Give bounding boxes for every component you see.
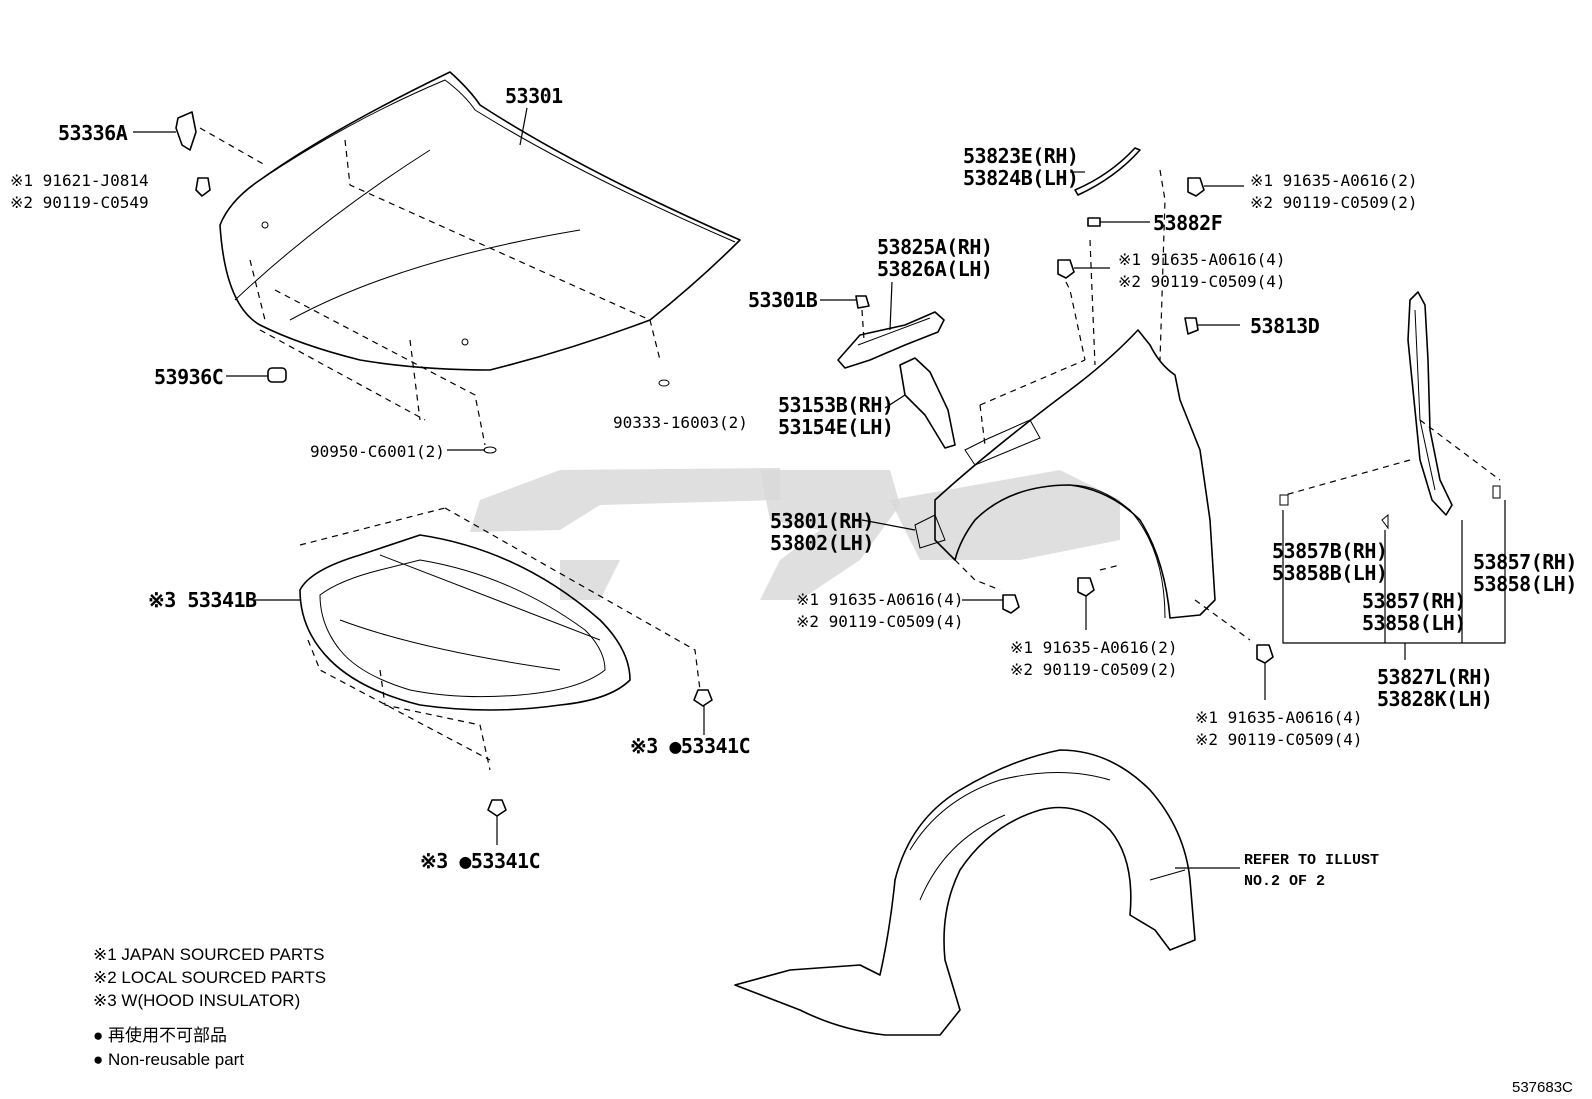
nut-clip-53882f [1087,217,1101,227]
grommet-53301b [855,295,870,309]
label-bracket-lh: 53826A(LH) [877,257,992,281]
bolt-mid [1057,259,1075,279]
label-bolt-top-local: ※2 90119-C0509(2) [1250,193,1418,212]
bolt-lower-left [1002,594,1020,614]
label-seal-827-rh: 53827L(RH) [1377,665,1492,689]
label-bolt-end-japan: ※1 91635-A0616(4) [1195,708,1363,727]
insulator-clip-a [693,689,713,707]
label-bolt-low-local: ※2 90119-C0509(4) [796,612,964,631]
label-bolt-mid-local: ※2 90119-C0509(4) [1118,272,1286,291]
label-hood-bolt-japan: ※1 91621-J0814 [10,171,149,190]
clip-857b [1279,494,1289,506]
label-clip-857-rh-a: 53857(RH) [1362,589,1466,613]
insulator-clip-b [487,799,507,817]
label-bolt-bot-local: ※2 90119-C0509(2) [1010,660,1178,679]
label-insulator: ※3 53341B [148,588,257,612]
legend-note-2: ※2 LOCAL SOURCED PARTS [93,968,326,987]
hood-seal-strip [1074,147,1141,196]
label-bolt-low-japan: ※1 91635-A0616(4) [796,590,964,609]
legend-note-1: ※1 JAPAN SOURCED PARTS [93,945,325,964]
cap-53813d [1184,317,1199,335]
label-clip-858-lh-a: 53858(LH) [1362,611,1466,635]
fender-liner [734,749,1196,1036]
watermark-logo [470,468,1120,600]
label-hood-hinge: 53336A [58,121,128,145]
label-insulator-clip-a: ※3 ●53341C [630,734,750,758]
label-clip-858b-lh: 53858B(LH) [1272,561,1387,585]
front-fender-panel [914,329,1216,619]
hood-hinge-part [175,111,211,197]
hood-cushion-part [267,367,287,383]
label-spacer-lh: 53154E(LH) [778,415,893,439]
label-seal-lh: 53824B(LH) [963,166,1078,190]
label-seal-828-lh: 53828K(LH) [1377,687,1492,711]
label-clip-857-rh-b: 53857(RH) [1473,550,1577,574]
label-clip-857b-rh: 53857B(RH) [1272,539,1387,563]
legend-dot-japanese: ● 再使用不可部品 [93,1025,227,1045]
label-grommet: 53301B [748,288,818,312]
legend-dot-english: ● Non-reusable part [93,1050,244,1069]
bolt-lower-mid [1077,577,1095,597]
hood-insulator-part [299,534,631,711]
label-bolt-mid-japan: ※1 91635-A0616(4) [1118,250,1286,269]
clip-857-b [1492,485,1501,499]
fender-spacer [899,357,956,449]
label-hood-cushion: 53936C [154,365,223,389]
label-bolt-bot-japan: ※1 91635-A0616(2) [1010,638,1178,657]
label-fender-rh: 53801(RH) [770,509,874,533]
label-seal-rh: 53823E(RH) [963,144,1078,168]
bolt-top [1187,177,1205,197]
label-hood-plug-a: 90950-C6001(2) [310,442,445,461]
label-refer-line1: REFER TO ILLUST [1244,852,1379,869]
label-clip-858-lh-b: 53858(LH) [1473,572,1577,596]
label-nut-clip: 53882F [1153,211,1222,235]
label-cap: 53813D [1250,314,1320,338]
label-hood-bolt-local: ※2 90119-C0549 [10,193,149,212]
label-insulator-clip-b: ※3 ●53341C [420,849,540,873]
label-bolt-top-japan: ※1 91635-A0616(2) [1250,171,1418,190]
label-refer-line2: NO.2 OF 2 [1244,873,1325,890]
clip-857-a [1381,513,1389,530]
label-bolt-end-local: ※2 90119-C0509(4) [1195,730,1363,749]
label-hood: 53301 [505,84,563,108]
label-hood-plug-b: 90333-16003(2) [613,413,748,432]
bolt-lower-right [1256,644,1274,664]
label-fender-lh: 53802(LH) [770,531,874,555]
label-bracket-rh: 53825A(RH) [877,235,992,259]
fender-side-seal [1407,291,1453,516]
hood-plug-a [483,446,497,454]
illustration-code: 537683C [1512,1079,1573,1096]
hood-panel [219,71,741,371]
hood-plug-b [658,379,670,387]
fender-bracket [837,311,945,369]
legend-note-3: ※3 W(HOOD INSULATOR) [93,991,300,1010]
label-spacer-rh: 53153B(RH) [778,393,893,417]
